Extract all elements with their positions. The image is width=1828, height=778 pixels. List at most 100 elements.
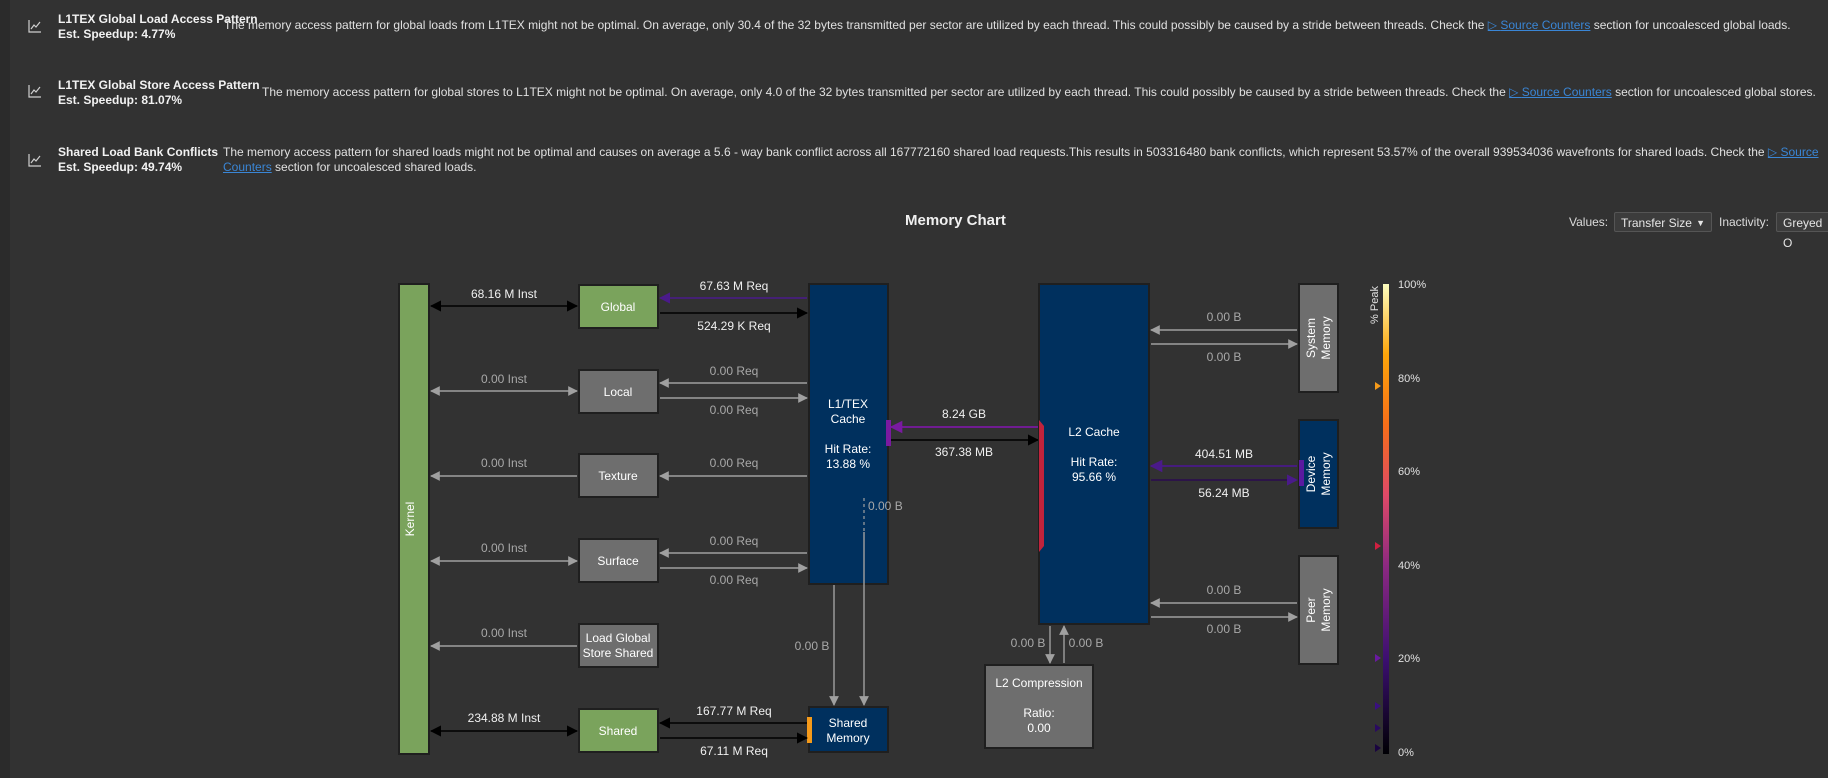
system-down: 0.00 B <box>1207 350 1242 364</box>
peer-memory-2: Memory <box>1319 588 1333 631</box>
chevron-down-icon: ▼ <box>1696 218 1705 228</box>
legend-marker <box>1375 542 1381 550</box>
req-global-down: 524.29 K Req <box>697 319 770 333</box>
req-surface-up: 0.00 Req <box>710 534 759 548</box>
surface-label: Surface <box>597 554 639 568</box>
req-surface-down: 0.00 Req <box>710 573 759 587</box>
shared-label: Shared <box>599 724 638 738</box>
rule-title: L1TEX Global Load Access Pattern <box>58 12 258 26</box>
rule-speedup: Est. Speedup: 4.77% <box>58 27 176 41</box>
l1-l2-down: 367.38 MB <box>935 445 993 459</box>
l1-tex-cache-box[interactable] <box>808 283 889 585</box>
source-counters-link[interactable]: ▷ Source Counters <box>1487 18 1591 32</box>
chart-line-icon <box>28 85 41 98</box>
legend-tick-80: 80% <box>1398 373 1420 385</box>
l2-hit-label: Hit Rate: <box>1071 455 1118 469</box>
req-local-down: 0.00 Req <box>710 403 759 417</box>
system-memory-1: System <box>1304 318 1318 358</box>
req-texture: 0.00 Req <box>710 456 759 470</box>
inactivity-select[interactable]: Greyed O <box>1776 212 1828 250</box>
device-memory-box[interactable] <box>1298 419 1339 529</box>
legend-tick-100: 100% <box>1398 279 1426 291</box>
l2-comp-left: 0.00 B <box>1011 636 1046 650</box>
l2-title: L2 Cache <box>1068 425 1120 439</box>
peer-memory-box[interactable] <box>1298 555 1339 665</box>
rule-description: The memory access pattern for shared loa… <box>223 145 1819 174</box>
shared-memory-2: Memory <box>826 731 869 745</box>
device-up: 404.51 MB <box>1195 447 1253 461</box>
surface-box[interactable] <box>578 538 659 583</box>
legend-markers <box>1375 382 1381 752</box>
l2-comp-title: L2 Compression <box>995 676 1082 690</box>
global-box[interactable] <box>578 284 659 329</box>
legend-tick-0: 0% <box>1398 747 1414 759</box>
local-label: Local <box>604 385 633 399</box>
inst-texture: 0.00 Inst <box>481 456 528 470</box>
peer-up: 0.00 B <box>1207 583 1242 597</box>
rule-description: The memory access pattern for global loa… <box>224 18 1791 32</box>
legend-marker <box>1375 744 1381 752</box>
load-global-store-shared-box[interactable] <box>578 623 659 668</box>
inst-shared: 234.88 M Inst <box>468 711 541 725</box>
rule-title: Shared Load Bank Conflicts <box>58 145 219 159</box>
system-memory-box[interactable] <box>1298 283 1339 393</box>
device-memory-port <box>1299 460 1304 486</box>
legend-marker <box>1375 382 1381 390</box>
global-label: Global <box>601 300 636 314</box>
system-up: 0.00 B <box>1207 310 1242 324</box>
inst-local: 0.00 Inst <box>481 372 528 386</box>
l1-title-1: L1/TEX <box>828 397 868 411</box>
values-label: Values: <box>1569 215 1609 229</box>
peer-down: 0.00 B <box>1207 622 1242 636</box>
l1-hit-rate: 13.88 % <box>826 457 870 471</box>
kernel-box[interactable] <box>398 283 430 755</box>
peer-memory-1: Peer <box>1304 597 1318 622</box>
req-local-up: 0.00 Req <box>710 364 759 378</box>
texture-label: Texture <box>598 469 638 483</box>
inst-lgss: 0.00 Inst <box>481 626 528 640</box>
l2-cache-box[interactable] <box>1038 283 1150 625</box>
inst-global: 68.16 M Inst <box>471 287 538 301</box>
rule-speedup: Est. Speedup: 81.07% <box>58 93 183 107</box>
l2-comp-ratio-label: Ratio: <box>1023 706 1054 720</box>
legend-tick-60: 60% <box>1398 466 1420 478</box>
l1-shared-label: 0.00 B <box>795 639 830 653</box>
chart-line-icon <box>28 20 41 33</box>
local-box[interactable] <box>578 369 659 414</box>
rule-speedup: Est. Speedup: 49.74% <box>58 160 183 174</box>
req-shared-up: 167.77 M Req <box>696 704 771 718</box>
l2-port <box>1039 420 1044 552</box>
legend-tick-20: 20% <box>1398 653 1420 665</box>
l1-vertical-label: 0.00 B <box>868 499 903 513</box>
l1-l2-up: 8.24 GB <box>942 407 986 421</box>
legend-tick-40: 40% <box>1398 560 1420 572</box>
source-counters-link-cont[interactable]: Counters <box>223 160 272 174</box>
system-memory-2: Memory <box>1319 316 1333 359</box>
l2-comp-right: 0.00 B <box>1069 636 1104 650</box>
shared-box[interactable] <box>578 708 659 753</box>
l2-comp-ratio: 0.00 <box>1027 721 1051 735</box>
l1-port <box>886 420 891 446</box>
legend-gradient <box>1383 284 1389 754</box>
source-counters-link[interactable]: ▷ Source Counters <box>1509 85 1612 99</box>
rule-shared-bank-conflicts: Shared Load Bank Conflicts Est. Speedup:… <box>10 130 1828 194</box>
device-down: 56.24 MB <box>1198 486 1249 500</box>
shared-memory-box[interactable] <box>808 706 889 753</box>
kernel-label: Kernel <box>403 502 417 537</box>
l2-compression-box[interactable] <box>984 664 1094 749</box>
chart-line-icon <box>28 154 41 167</box>
rule-global-load: L1TEX Global Load Access Pattern Est. Sp… <box>10 0 1828 64</box>
legend-marker <box>1375 702 1381 710</box>
rule-description: The memory access pattern for global sto… <box>262 85 1816 99</box>
source-counters-link[interactable]: ▷ Source <box>1767 145 1819 159</box>
texture-box[interactable] <box>578 453 659 498</box>
left-gutter <box>0 0 10 778</box>
inst-surface: 0.00 Inst <box>481 541 528 555</box>
shared-memory-port <box>807 717 812 743</box>
values-select[interactable]: Transfer Size ▼ <box>1614 212 1712 232</box>
memory-chart-title: Memory Chart <box>905 212 1006 229</box>
l1-hit-label: Hit Rate: <box>825 442 872 456</box>
device-memory-1: Device <box>1304 455 1318 492</box>
req-shared-down: 67.11 M Req <box>700 744 768 758</box>
